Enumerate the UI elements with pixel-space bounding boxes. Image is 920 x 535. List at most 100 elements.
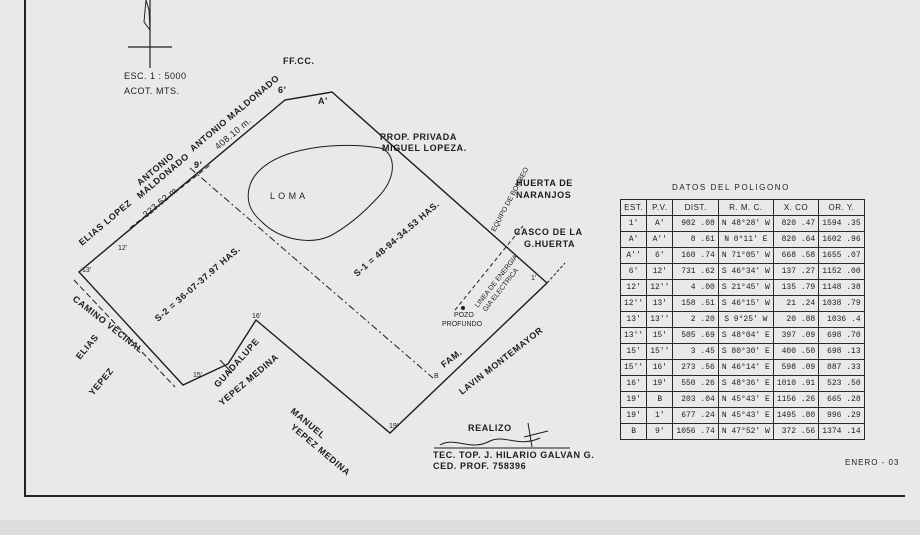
table-cell: 677 .24	[672, 407, 719, 424]
inner-boundary-line	[129, 164, 211, 229]
column-header: X. CO	[772, 199, 820, 216]
table-cell: 1602 .96	[818, 231, 865, 248]
signature-title: REALIZO	[468, 423, 512, 433]
table-cell: A'	[646, 215, 674, 232]
table-cell: N 45°43' E	[717, 407, 774, 424]
table-cell: 158 .51	[672, 295, 719, 312]
table-cell: 16'	[646, 359, 674, 376]
table-cell: B	[646, 391, 674, 408]
table-cell: A'	[619, 231, 648, 248]
camino-vecinal-line	[73, 279, 176, 388]
column-header: P.V.	[646, 199, 674, 216]
table-cell: 1'	[619, 215, 648, 232]
table-cell: N 71°05' W	[717, 247, 774, 264]
table-cell: 4 .00	[672, 279, 719, 296]
table-cell: 820 .47	[772, 215, 820, 232]
label-miguel-lopeza: MIGUEL LOPEZA.	[382, 143, 467, 153]
table-cell: S 46°34' W	[717, 263, 774, 280]
table-cell: 6'	[619, 263, 648, 280]
label-naranjos: NARANJOS	[516, 190, 571, 200]
table-cell: 12'	[619, 279, 648, 296]
well-icon	[461, 306, 465, 310]
table-cell: A''	[619, 247, 648, 264]
table-cell: 1010 .91	[772, 375, 820, 392]
vertex-9p: 9'	[194, 160, 202, 170]
label-pozo: POZO	[454, 312, 474, 319]
table-cell: 6'	[646, 247, 674, 264]
table-cell: S 21°45' W	[717, 279, 774, 296]
column-header: DIST.	[672, 199, 719, 216]
table-cell: 135 .79	[772, 279, 820, 296]
column-header: OR. Y.	[818, 199, 865, 216]
label-huerta-de: HUERTA DE	[516, 178, 573, 188]
table-cell: 13''	[619, 327, 648, 344]
table-cell: N 46°14' E	[717, 359, 774, 376]
table-cell: 1594 .35	[818, 215, 865, 232]
vertex-6p: 6'	[278, 85, 286, 95]
vertex-15: 15'	[193, 372, 202, 379]
division-line	[189, 167, 434, 379]
label-ffcc: FF.CC.	[283, 56, 315, 66]
table-cell: B	[619, 423, 648, 440]
table-cell: 698 .70	[818, 327, 865, 344]
table-cell: 203 .04	[672, 391, 719, 408]
table-cell: A''	[646, 231, 674, 248]
scan-bottom-strip	[0, 520, 920, 535]
table-cell: 550 .26	[672, 375, 719, 392]
label-g-huerta: G.HUERTA	[524, 239, 575, 249]
table-cell: 731 .62	[672, 263, 719, 280]
table-cell: 2 .20	[672, 311, 719, 328]
table-cell: 9'	[646, 423, 674, 440]
polygon-data-table: EST. P.V. DIST. R. M. C. X. CO OR. Y. 1'…	[619, 199, 865, 440]
table-cell: 1374 .14	[818, 423, 865, 440]
table-cell: 13''	[646, 311, 674, 328]
property-polygon	[77, 91, 548, 434]
north-arrow-icon	[128, 0, 172, 68]
table-cell: 996 .29	[818, 407, 865, 424]
table-cell: N 47°52' W	[717, 423, 774, 440]
signature-ced: CED. PROF. 758396	[433, 461, 526, 471]
table-cell: 12'	[646, 263, 674, 280]
table-cell: 1'	[646, 407, 674, 424]
table-cell: N 0°11' E	[717, 231, 774, 248]
table-cell: 1156 .26	[772, 391, 820, 408]
table-cell: 887 .33	[818, 359, 865, 376]
table-cell: 15'	[646, 327, 674, 344]
table-cell: 523 .50	[818, 375, 865, 392]
table-cell: 668 .58	[772, 247, 820, 264]
table-header-row: EST. P.V. DIST. R. M. C. X. CO OR. Y.	[619, 199, 865, 216]
table-cell: 1148 .38	[818, 279, 865, 296]
column-header: EST.	[619, 199, 648, 216]
table-cell: S 48°36' E	[717, 375, 774, 392]
table-cell: N 45°43' E	[717, 391, 774, 408]
table-title: DATOS DEL POLIGONO	[672, 183, 791, 192]
table-cell: S 46°15' W	[717, 295, 774, 312]
table-cell: 598 .09	[772, 359, 820, 376]
date-label: ENERO - 03	[845, 458, 900, 467]
table-cell: 13'	[646, 295, 674, 312]
table-cell: N 48°28' W	[717, 215, 774, 232]
table-cell: 13'	[619, 311, 648, 328]
table-cell: 1655 .07	[818, 247, 865, 264]
table-cell: 21 .24	[772, 295, 820, 312]
table-cell: 505 .69	[672, 327, 719, 344]
units-label: ACOT. MTS.	[124, 86, 180, 96]
table-cell: 12''	[646, 279, 674, 296]
table-cell: 1152 .00	[818, 263, 865, 280]
table-cell: 372 .56	[772, 423, 820, 440]
scale-label: ESC. 1 : 5000	[124, 71, 187, 81]
vertex-A: A'	[318, 96, 328, 106]
